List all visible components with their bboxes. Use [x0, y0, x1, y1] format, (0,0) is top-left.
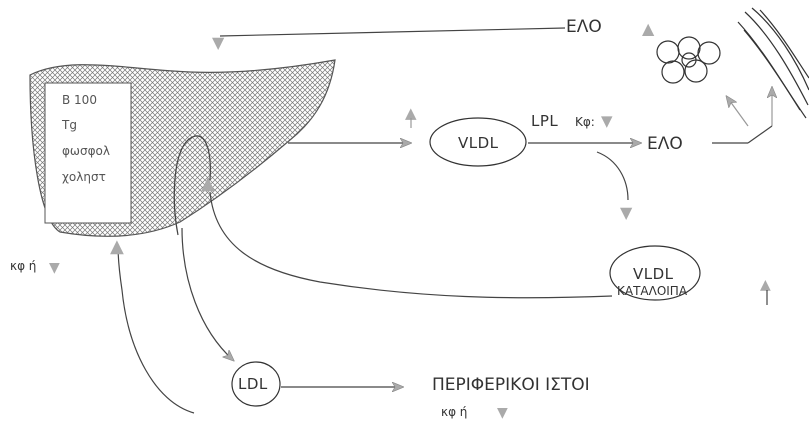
- elo-top-label: ΕΛΟ: [566, 17, 602, 37]
- elo-to-adipocytes-arrow: [727, 97, 749, 127]
- arrow-up-icon: ▲: [760, 277, 771, 293]
- arrow-down-icon: ▼: [497, 405, 508, 421]
- arrow-down-icon: ▼: [212, 33, 225, 52]
- ldl-node: LDL: [231, 361, 281, 407]
- arrow-up-icon: ▲: [405, 104, 417, 122]
- vldl-node: VLDL: [429, 117, 527, 167]
- arrow-up-icon: ▲: [642, 19, 655, 38]
- ldl-to-liver-curve: [117, 244, 195, 414]
- liver-line-4: χοληστ: [62, 170, 106, 184]
- elo-right-label: ΕΛΟ: [647, 134, 683, 154]
- kf-bottom-label: κφ ή: [441, 405, 467, 419]
- arrow-down-icon: ▼: [620, 203, 633, 222]
- remnant-label: ΚΑΤΑΛΟΙΠΑ: [617, 284, 688, 298]
- adipocyte-cluster-icon: [656, 36, 721, 84]
- liver-vein-loop: [173, 135, 211, 236]
- elo-return-arrow: ▼: [212, 27, 566, 52]
- muscle-fibers-icon: [737, 7, 809, 119]
- arrow-up-icon: ▲: [110, 236, 124, 257]
- kf-lpl-label: Κφ:: [575, 115, 595, 129]
- ldl-label: LDL: [238, 375, 268, 393]
- vldl-label: VLDL: [458, 134, 499, 152]
- vldl-remnant-label: VLDL: [633, 265, 674, 283]
- lpl-label: LPL: [531, 112, 558, 130]
- vldl-remnant-node: VLDL ΚΑΤΑΛΟΙΠΑ: [609, 245, 701, 301]
- arrow-up-icon: ▲: [201, 173, 215, 194]
- arrow-down-icon: ▼: [601, 112, 613, 130]
- liver-line-1: B 100: [62, 93, 97, 107]
- peripheral-tissues-label: ΠΕΡΙΦΕΡΙΚΟΙ ΙΣΤΟΙ: [432, 375, 590, 395]
- arrow-down-icon: ▼: [49, 260, 60, 276]
- liver-to-ldl-curve: [181, 227, 233, 360]
- elo-corner-line: [747, 125, 773, 144]
- liver-line-3: φωσφολ: [62, 144, 110, 158]
- liver: B 100 Tg φωσφολ χοληστ: [29, 59, 336, 237]
- liver-line-2: Tg: [61, 118, 77, 132]
- liver-label-box: [44, 82, 132, 224]
- vldl-to-remnant-curve: [596, 151, 629, 201]
- remnant-to-liver-curve: [209, 191, 613, 299]
- kf-left-label: κφ ή: [10, 259, 36, 273]
